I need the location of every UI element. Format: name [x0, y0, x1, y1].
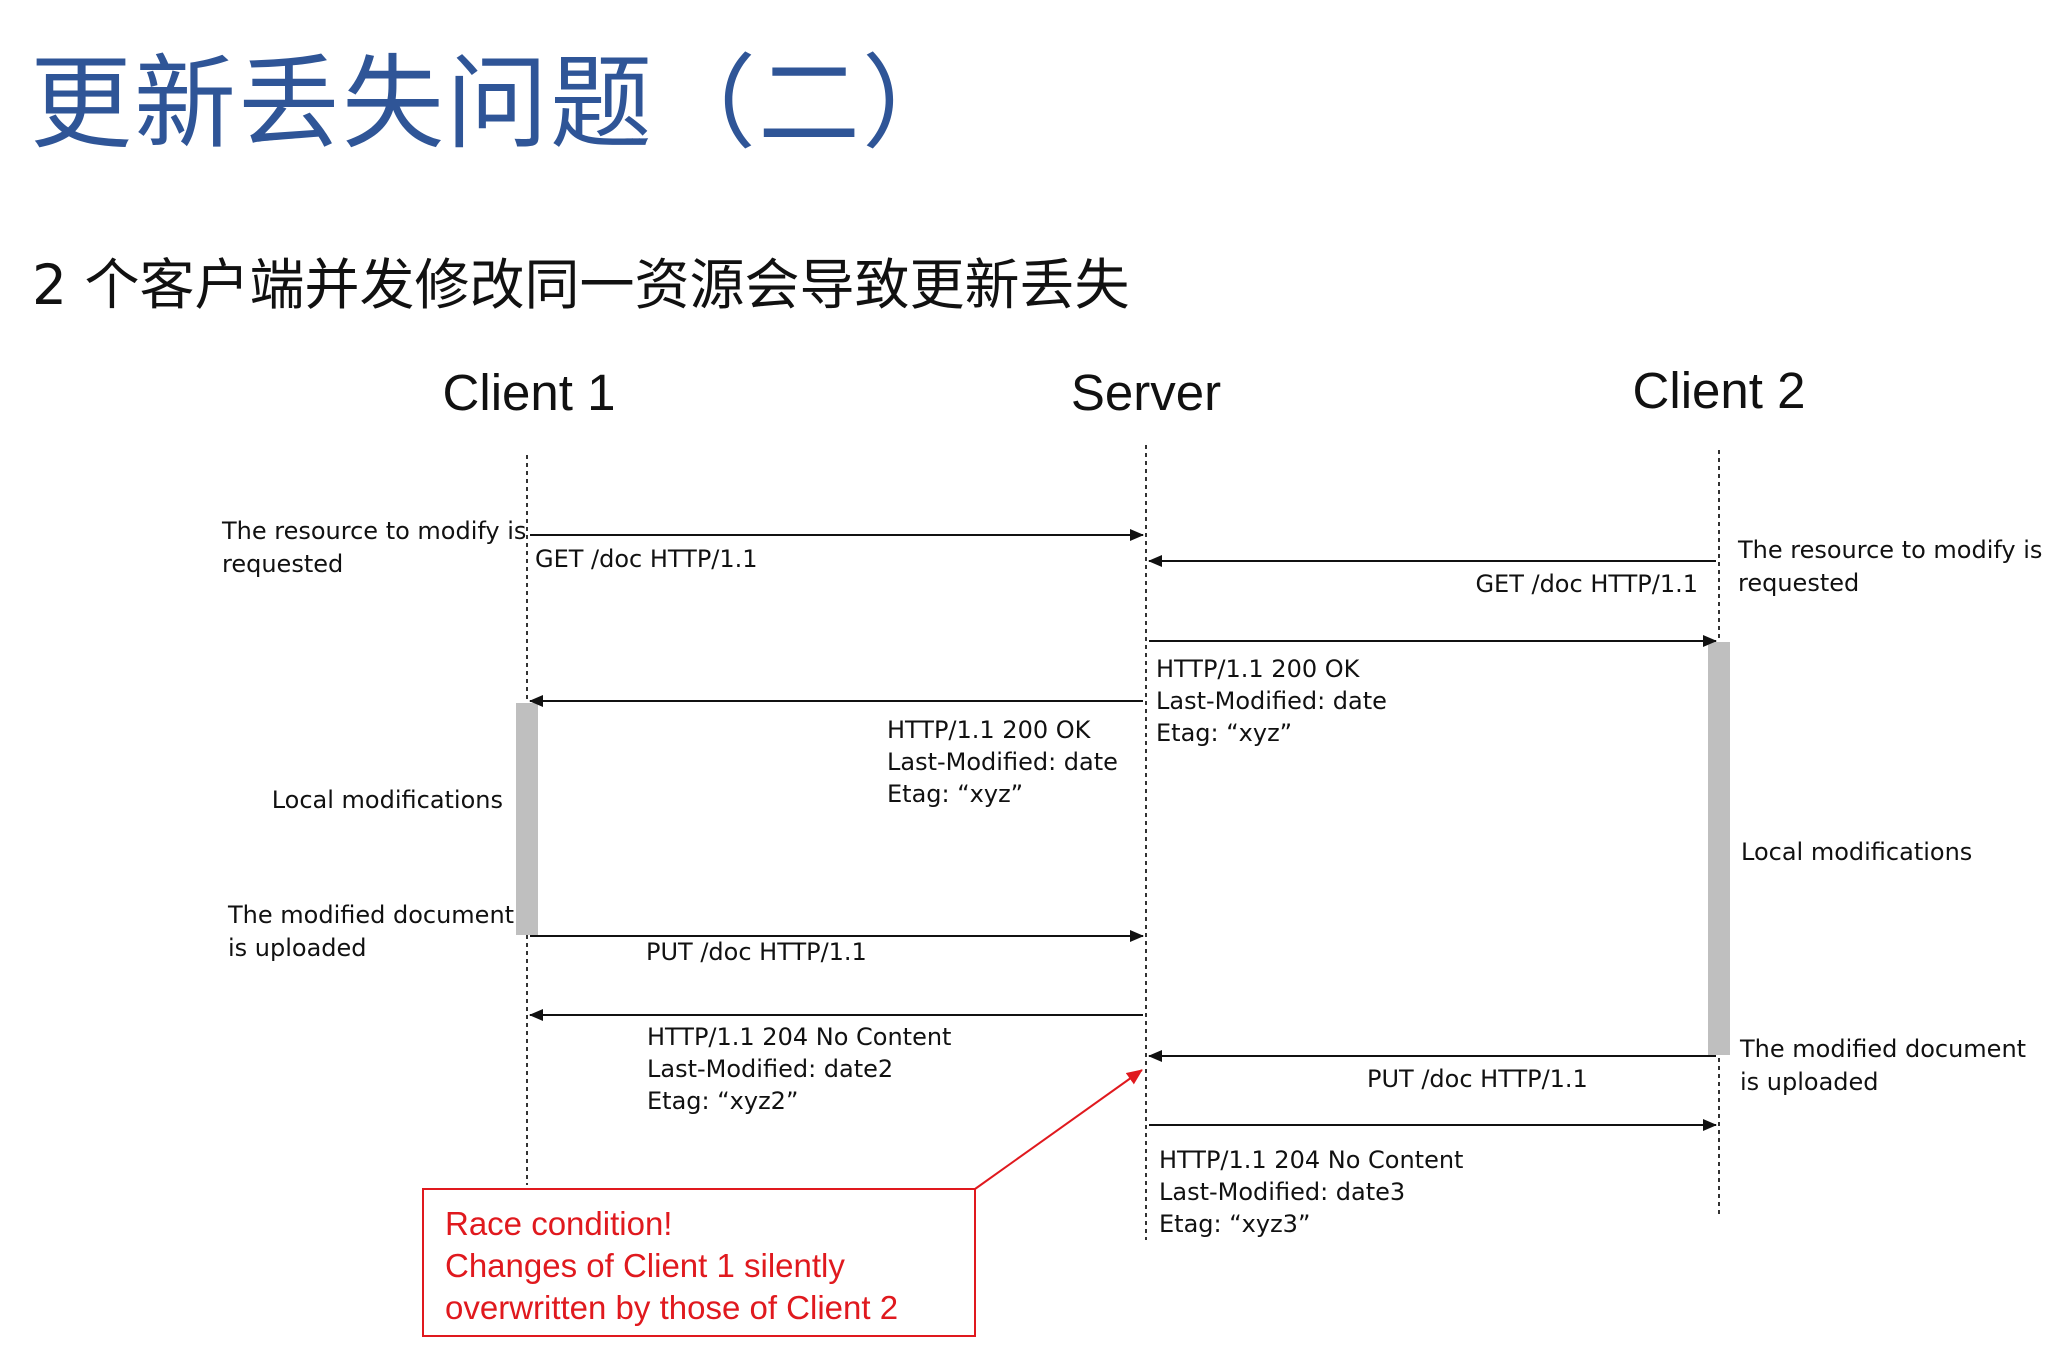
- note-c1-upload: The modified document is uploaded: [227, 901, 522, 962]
- label-c2-put: PUT /doc HTTP/1.1: [1367, 1065, 1588, 1093]
- note-c1-local: Local modifications: [272, 786, 503, 814]
- note-c2-upload: The modified document is uploaded: [1739, 1035, 2034, 1096]
- race-pointer-arrow: [974, 1069, 1143, 1190]
- activation-client2: [1708, 642, 1730, 1055]
- participant-client1: Client 1: [443, 364, 616, 421]
- label-resp-c1: HTTP/1.1 200 OK Last-Modified: date Etag…: [887, 716, 1126, 808]
- participant-client2: Client 2: [1633, 362, 1806, 419]
- slide-title: 更新丢失问题（二）: [30, 45, 966, 164]
- note-c1-request: The resource to modify is requested: [221, 517, 534, 578]
- label-resp-c2: HTTP/1.1 200 OK Last-Modified: date Etag…: [1156, 655, 1395, 747]
- label-resp-c2-put: HTTP/1.1 204 No Content Last-Modified: d…: [1159, 1146, 1471, 1238]
- label-c1-get: GET /doc HTTP/1.1: [535, 545, 758, 573]
- label-c2-get: GET /doc HTTP/1.1: [1475, 570, 1698, 598]
- slide-subtitle: 2 个客户端并发修改同一资源会导致更新丢失: [32, 253, 1130, 317]
- participant-server: Server: [1071, 364, 1221, 421]
- activation-client1: [516, 703, 538, 935]
- note-c2-request: The resource to modify is requested: [1737, 536, 2045, 597]
- label-c1-put: PUT /doc HTTP/1.1: [646, 938, 867, 966]
- label-resp-c1-put: HTTP/1.1 204 No Content Last-Modified: d…: [647, 1023, 959, 1115]
- note-c2-local: Local modifications: [1741, 838, 1972, 866]
- race-condition-text: Race condition! Changes of Client 1 sile…: [445, 1205, 898, 1326]
- race-condition-box: [422, 1188, 976, 1337]
